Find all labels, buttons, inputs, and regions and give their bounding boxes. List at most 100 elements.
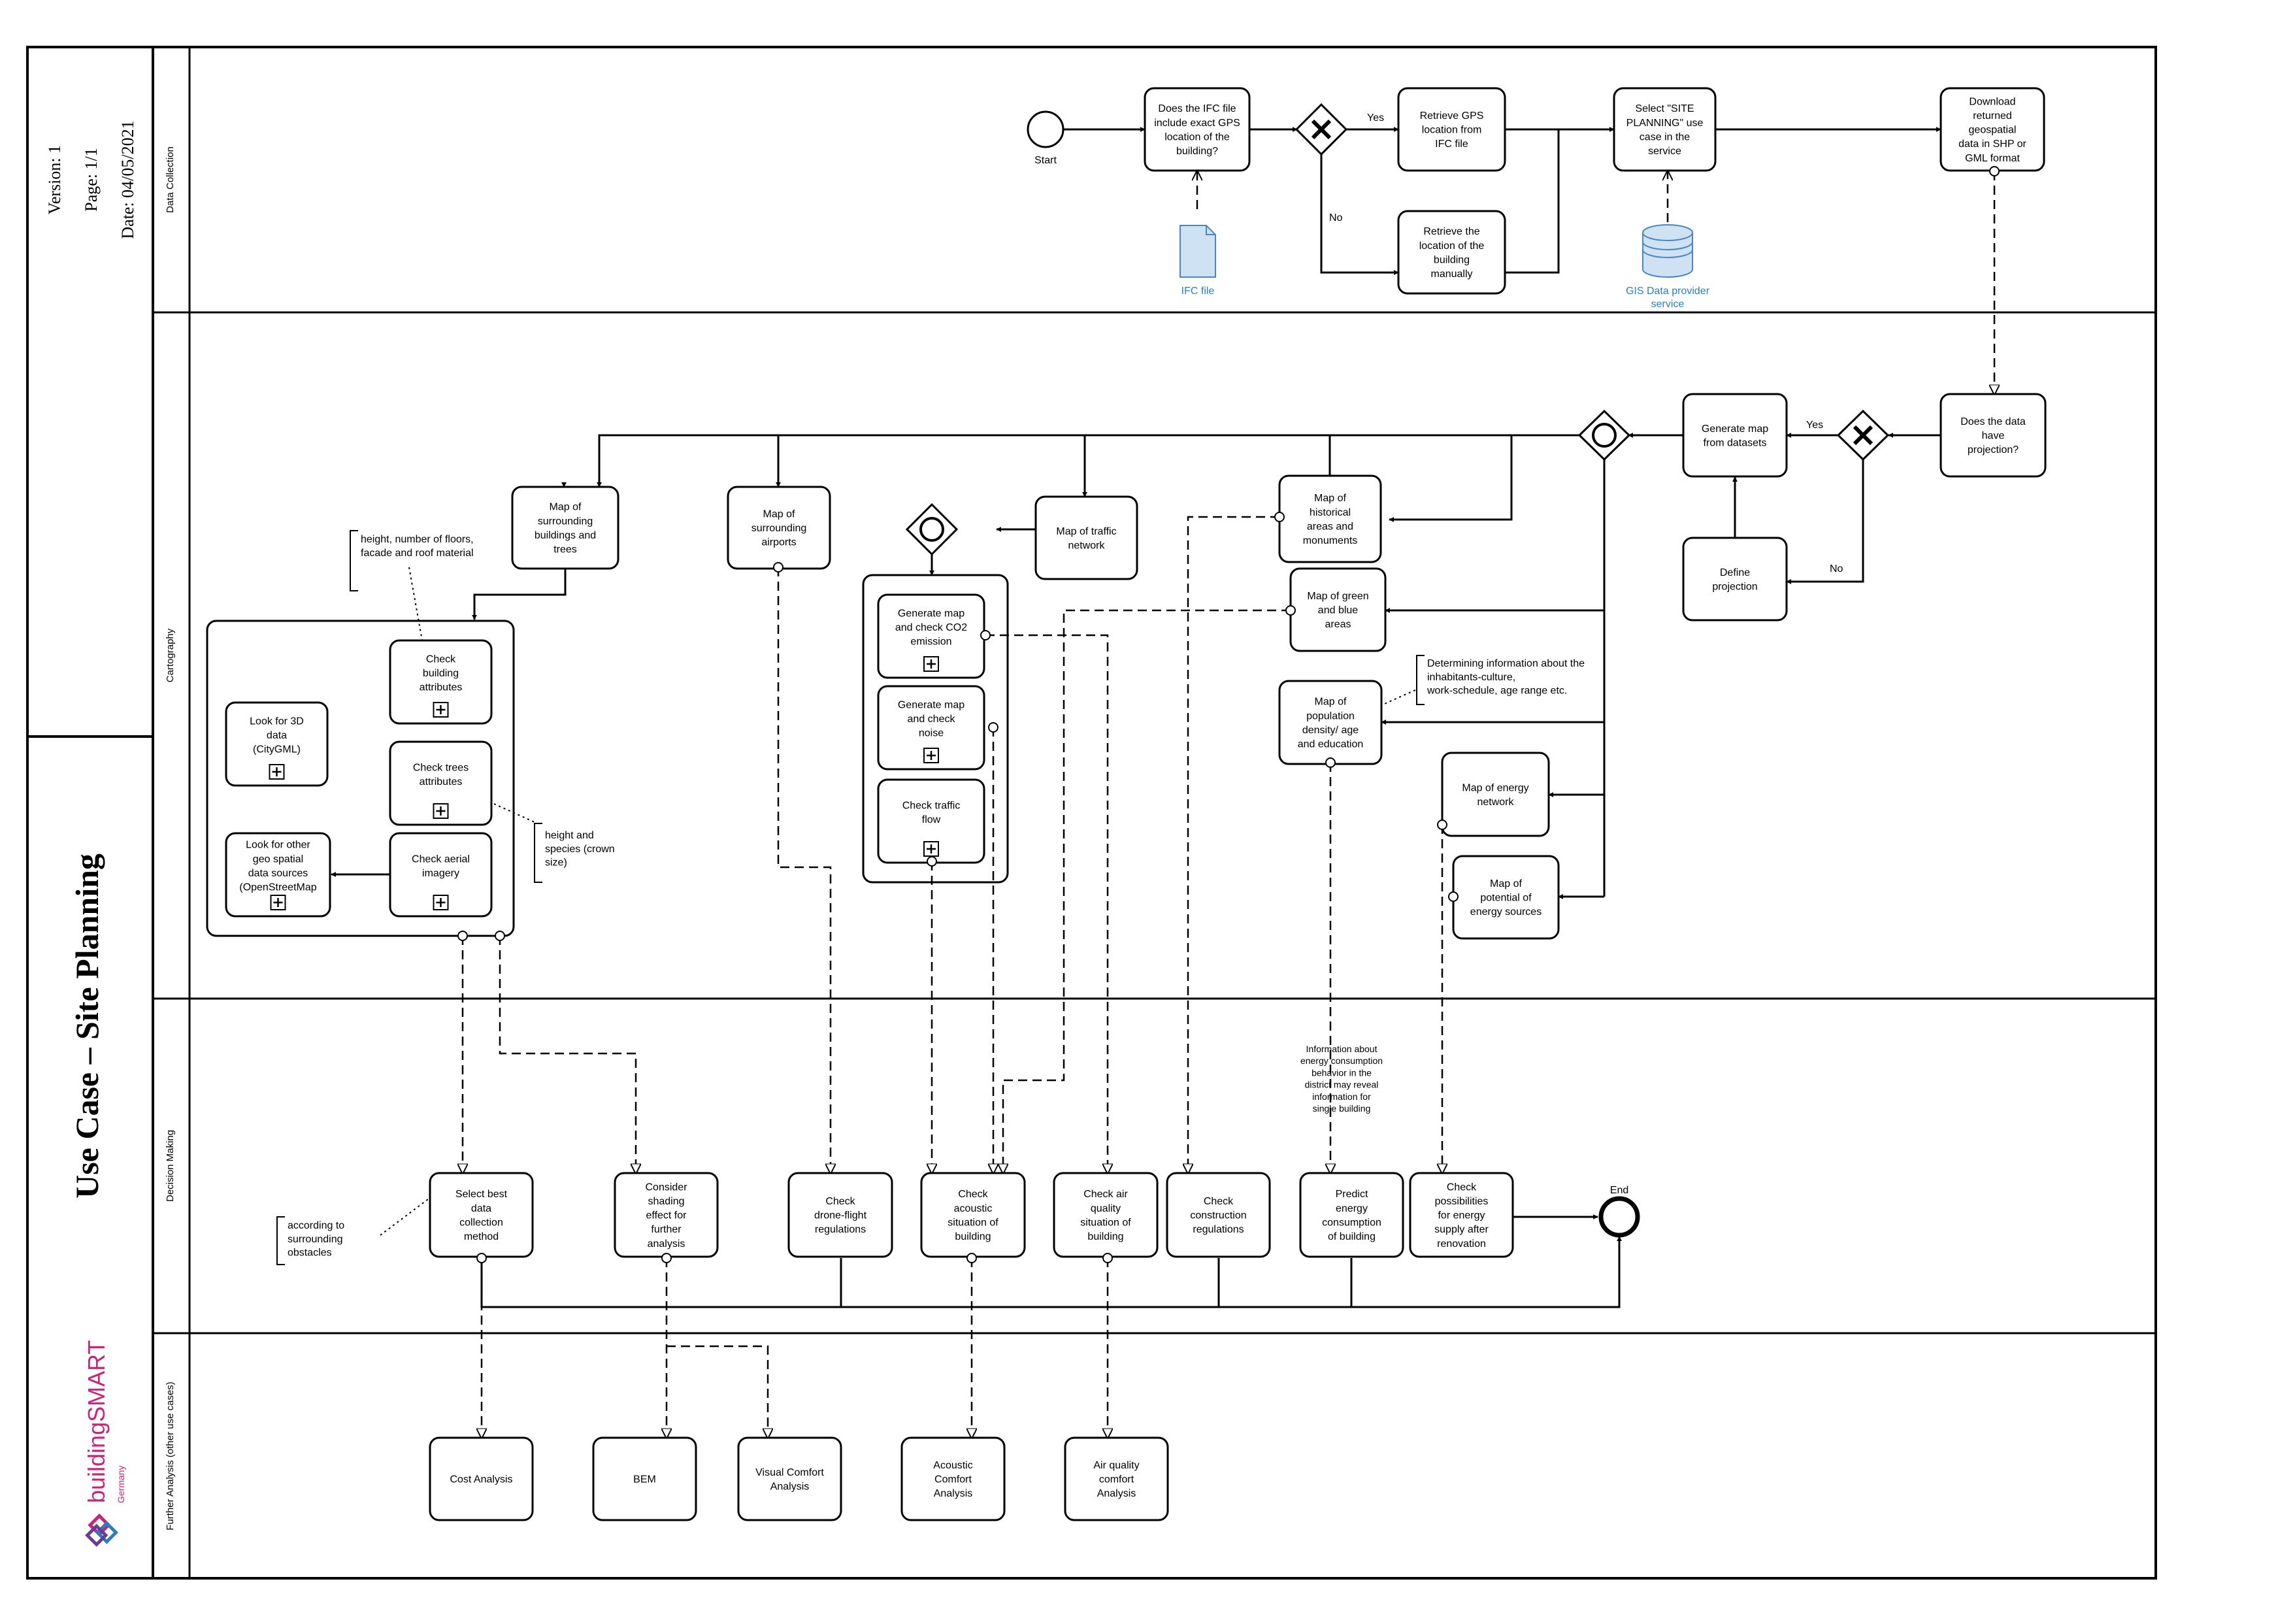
msg-green-acoustic <box>1003 609 1291 1173</box>
gis-label-1: GIS Data provider <box>1626 286 1710 297</box>
msg-historical-construction <box>1188 516 1279 1173</box>
page-text: Page: 1/1 <box>82 148 101 212</box>
task-box <box>900 1436 1006 1521</box>
assoc-obstacles <box>380 1199 429 1236</box>
connection-point <box>927 856 937 867</box>
task-box <box>1034 495 1138 580</box>
task-box <box>1682 393 1788 478</box>
task-box <box>1278 680 1383 765</box>
task-box <box>225 701 329 787</box>
msg-consider-visual <box>667 1345 768 1438</box>
lane-labels: Data Collection Cartography Decision Mak… <box>165 146 176 1531</box>
buildingsmart-logo: buildingSMART Germany <box>83 1340 126 1547</box>
task-box <box>1064 1436 1169 1521</box>
flow-manual-merge <box>1505 129 1560 274</box>
connection-point <box>1274 512 1285 522</box>
gis-label-2: service <box>1651 299 1685 310</box>
task-cost-analysis[interactable]: Cost Analysis <box>429 1436 534 1521</box>
end-label: End <box>1610 1185 1628 1196</box>
task-box <box>1144 87 1251 172</box>
flow-merge-bottom <box>480 1236 1622 1308</box>
connection-point <box>661 1253 672 1263</box>
task-box <box>1613 87 1717 172</box>
message-flows <box>463 171 1994 1438</box>
connection-point <box>495 931 505 941</box>
task-box <box>1441 752 1550 837</box>
connection-point <box>773 562 784 572</box>
logo-subtext: Germany <box>116 1465 126 1503</box>
events: Start End <box>1027 110 1640 1238</box>
lane-cartography: Cartography <box>165 628 176 682</box>
annotation-building-attr: height, number of floors,facade and roof… <box>361 534 474 559</box>
gis-database-icon <box>1642 224 1693 278</box>
gateway-inclusive-3 <box>1577 409 1631 461</box>
connection-point <box>1325 757 1336 768</box>
ifc-file-document <box>1179 225 1216 278</box>
subprocess-buildings <box>206 620 515 937</box>
logo-text: buildingSMART <box>83 1340 110 1503</box>
msg-co2-air <box>985 634 1108 1173</box>
date-text: Date: 04/05/2021 <box>118 120 137 239</box>
msg-airports-drone <box>777 567 831 1173</box>
flow-gw2-define <box>1786 459 1864 584</box>
lane-further-analysis: Further Analysis (other use cases) <box>165 1382 176 1531</box>
ifc-file-label: IFC file <box>1181 286 1215 297</box>
task-box <box>1409 1172 1514 1258</box>
edge-labels: Yes No Yes No <box>1329 112 1843 574</box>
task-box <box>787 1172 893 1258</box>
frame <box>26 46 2157 1580</box>
task-box <box>225 832 331 918</box>
task-bem[interactable]: BEM <box>592 1436 697 1521</box>
header-info: Version: 1 Page: 1/1 Date: 04/05/2021 Us… <box>45 120 137 1199</box>
annotations-layer: height, number of floors,facade and roof… <box>288 534 1585 1259</box>
label-no-1: No <box>1329 212 1343 224</box>
